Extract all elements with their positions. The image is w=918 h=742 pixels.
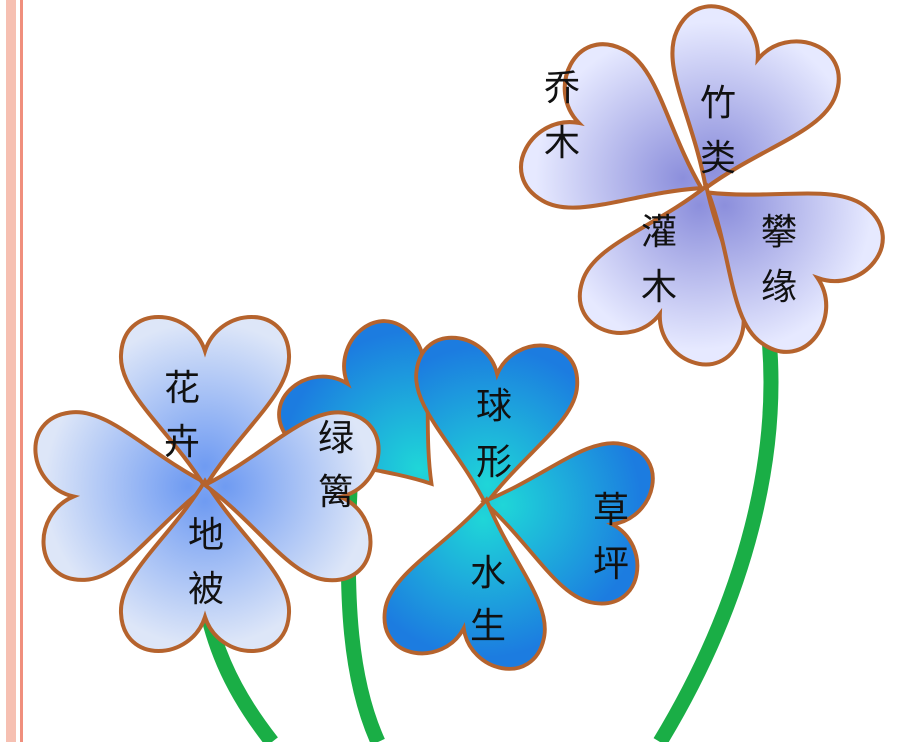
label-zhulei-1: 竹: [700, 83, 736, 124]
label-shuisheng-2: 生: [470, 606, 506, 647]
left-margin-stripe: [6, 0, 16, 742]
label-guanmu-1: 灌: [641, 212, 677, 253]
label-qiaomu-1: 乔: [544, 68, 580, 109]
label-lvli-1: 绿: [318, 418, 354, 459]
label-huahui-1: 花: [164, 368, 200, 409]
label-qiuxing-1: 球: [476, 386, 512, 427]
label-shuisheng-1: 水: [470, 553, 506, 594]
label-dibei-1: 地: [188, 515, 224, 556]
label-caoping-1: 草: [593, 490, 629, 531]
label-lvli-2: 篱: [318, 472, 354, 513]
left-margin-stripe-accent: [20, 0, 23, 742]
stem-woody: [653, 298, 779, 742]
label-qiaomu-2: 木: [544, 123, 580, 164]
label-zhulei-2: 类: [700, 138, 736, 179]
flower-woody: [508, 0, 898, 377]
label-panyuan-2: 缘: [761, 267, 797, 308]
label-guanmu-2: 木: [641, 267, 677, 308]
label-dibei-2: 被: [188, 569, 224, 610]
label-huahui-2: 卉: [164, 422, 200, 463]
label-caoping-2: 坪: [593, 544, 629, 585]
label-qiuxing-2: 形: [476, 442, 512, 483]
label-panyuan-1: 攀: [761, 212, 797, 253]
